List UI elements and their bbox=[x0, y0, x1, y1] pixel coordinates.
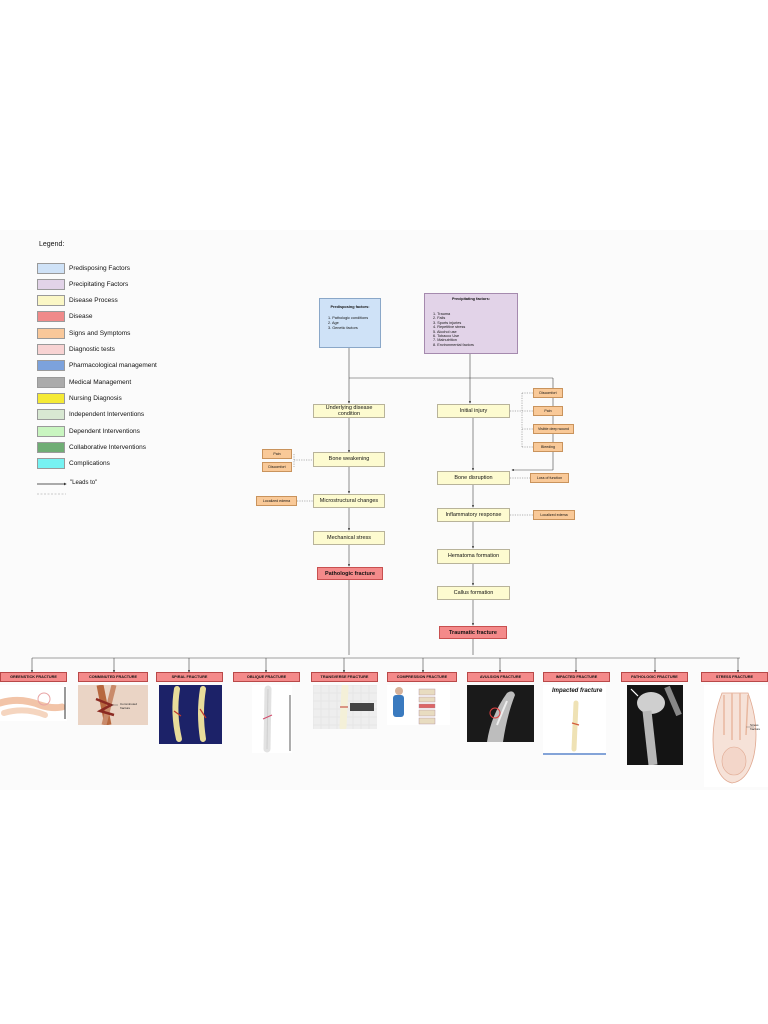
legend-swatch bbox=[37, 376, 65, 388]
fracture-label-pathologic: PATHOLOGIC FRACTURE bbox=[621, 672, 688, 682]
pathologic-fracture-box: Pathologic fracture bbox=[317, 567, 383, 580]
precipitating-factors-box: Precipitating factors: 1. Trauma 2. Fall… bbox=[424, 293, 518, 354]
precipitating-item: 4. Repetitive stress bbox=[433, 325, 466, 330]
underlying-disease-box: Underlying disease condition bbox=[313, 404, 385, 418]
fracture-label-oblique: OBLIQUE FRACTURE bbox=[233, 672, 300, 682]
stress-caption: Stress fracture bbox=[750, 723, 761, 731]
mechanical-stress-box: Mechanical stress bbox=[313, 531, 385, 545]
legend-label: Nursing Diagnosis bbox=[69, 394, 122, 402]
symptom-pain-left: Pain bbox=[262, 449, 292, 459]
fracture-label-stress: STRESS FRACTURE bbox=[701, 672, 768, 682]
legend-item: Nursing Diagnosis bbox=[37, 392, 122, 404]
legend-label: Disease bbox=[69, 313, 93, 321]
legend-label: Collaborative Interventions bbox=[69, 443, 146, 451]
fracture-label-greenstick: GREENSTICK FRACTURE bbox=[0, 672, 67, 682]
microstructural-changes-box: Microstructural changes bbox=[313, 494, 385, 508]
legend-label: Predisposing Factors bbox=[69, 264, 131, 272]
legend-item: Independent Interventions bbox=[37, 409, 144, 421]
legend-label: Pharmacological management bbox=[69, 362, 157, 370]
symptom-discomfort-right: Discomfort bbox=[533, 388, 563, 398]
bone-disruption-box: Bone disruption bbox=[437, 471, 510, 485]
impacted-fracture-image: Impacted fracture bbox=[543, 685, 606, 755]
legend-swatch bbox=[37, 311, 65, 323]
symptom-discomfort-left: Discomfort bbox=[262, 462, 292, 472]
legend-swatch bbox=[37, 262, 65, 274]
legend-swatch bbox=[37, 327, 65, 339]
transverse-fracture-image bbox=[313, 685, 377, 729]
legend-label: Dependent Interventions bbox=[69, 427, 140, 435]
legend-label: Complications bbox=[69, 460, 110, 468]
legend-title: Legend: bbox=[39, 241, 65, 248]
legend-item: Complications bbox=[37, 458, 110, 470]
symptom-bleeding: Bleeding bbox=[533, 442, 563, 452]
fracture-label-spiral: SPIRAL FRACTURE bbox=[156, 672, 223, 682]
legend-item: Medical Management bbox=[37, 376, 131, 388]
legend-swatch bbox=[37, 392, 65, 404]
precipitating-item: 1. Trauma bbox=[433, 312, 451, 317]
legend-swatch bbox=[37, 409, 65, 421]
comminuted-caption: Comminuted fracture bbox=[120, 702, 138, 710]
legend-swatch bbox=[37, 360, 65, 372]
legend-swatch bbox=[37, 425, 65, 437]
precipitating-title: Precipitating factors: bbox=[452, 297, 490, 301]
precipitating-item: 6. Tobacco Use bbox=[433, 333, 460, 338]
legend-swatch bbox=[37, 441, 65, 453]
precipitating-item: 3. Sports injuries bbox=[433, 320, 462, 325]
fracture-label-impacted: IMPACTED FRACTURE bbox=[543, 672, 610, 682]
symptom-loss-of-function: Loss of function bbox=[530, 473, 569, 483]
legend-label: Precipitating Factors bbox=[69, 280, 129, 288]
stress-fracture-image: Stress fracture bbox=[704, 685, 768, 787]
fracture-label-avulsion: AVULSION FRACTURE bbox=[467, 672, 534, 682]
fracture-label-comminuted: COMMINUTED FRACTURE bbox=[78, 672, 148, 682]
compression-fracture-image bbox=[387, 685, 450, 725]
predisposing-title: Predisposing factors: bbox=[330, 305, 370, 309]
legend-arrow-label: "Leads to" bbox=[70, 480, 98, 486]
predisposing-item: 2. Age bbox=[328, 321, 339, 326]
callus-formation-box: Callus formation bbox=[437, 586, 510, 600]
bone-weakening-box: Bone weakening bbox=[313, 452, 385, 467]
legend-label: Medical Management bbox=[69, 378, 132, 386]
comminuted-fracture-image: Comminuted fracture bbox=[78, 685, 148, 725]
inflammatory-response-box: Inflammatory response bbox=[437, 508, 510, 522]
predisposing-item: 3. Genetic factors bbox=[328, 326, 358, 331]
predisposing-item: 1. Pathologic conditions bbox=[328, 316, 369, 321]
precipitating-item: 8. Environmental factors bbox=[433, 342, 474, 347]
legend-item: Signs and Symptoms bbox=[37, 327, 130, 339]
pathologic-fracture-image bbox=[627, 685, 683, 765]
avulsion-fracture-image bbox=[467, 685, 534, 742]
legend-item: Disease bbox=[37, 311, 92, 323]
legend-item: Disease Process bbox=[37, 295, 118, 307]
legend-swatch bbox=[37, 458, 65, 470]
symptom-edema-right: Localized edema bbox=[533, 510, 575, 520]
fracture-label-transverse: TRANSVERSE FRACTURE bbox=[311, 672, 378, 682]
symptom-visible-wound: Visible deep wound bbox=[533, 424, 574, 434]
legend-swatch bbox=[37, 295, 65, 307]
hematoma-formation-box: Hematoma formation bbox=[437, 549, 510, 564]
legend-swatch bbox=[37, 278, 65, 290]
legend-label: Signs and Symptoms bbox=[69, 329, 131, 337]
initial-injury-box: Initial injury bbox=[437, 404, 510, 418]
legend-item: Pharmacological management bbox=[37, 360, 157, 372]
impacted-caption: Impacted fracture bbox=[552, 688, 603, 694]
legend-item: Collaborative Interventions bbox=[37, 441, 146, 453]
legend-item: Dependent Interventions bbox=[37, 425, 140, 437]
precipitating-item: 5. Alcohol use bbox=[433, 329, 457, 334]
precipitating-item: 7. Malnutrition bbox=[433, 338, 457, 343]
symptom-pain-right: Pain bbox=[533, 406, 563, 416]
precipitating-item: 2. Falls bbox=[433, 316, 446, 321]
spiral-fracture-image bbox=[159, 685, 222, 744]
fracture-label-compression: COMPRESSION FRACTURE bbox=[387, 672, 457, 682]
legend-label: Diagnostic tests bbox=[69, 346, 115, 353]
legend-item: Precipitating Factors bbox=[37, 278, 128, 290]
symptom-edema-left: Localized edema bbox=[256, 496, 297, 506]
legend-label: Disease Process bbox=[69, 297, 118, 305]
traumatic-fracture-box: Traumatic fracture bbox=[439, 626, 507, 639]
legend-item: Predisposing Factors bbox=[37, 262, 130, 274]
greenstick-fracture-image bbox=[0, 685, 67, 721]
legend-swatch bbox=[37, 344, 65, 355]
oblique-fracture-image bbox=[252, 685, 292, 753]
legend-item: Diagnostic tests bbox=[37, 344, 115, 356]
legend-label: Independent Interventions bbox=[69, 411, 145, 419]
predisposing-factors-box: Predisposing factors: 1. Pathologic cond… bbox=[319, 298, 381, 348]
